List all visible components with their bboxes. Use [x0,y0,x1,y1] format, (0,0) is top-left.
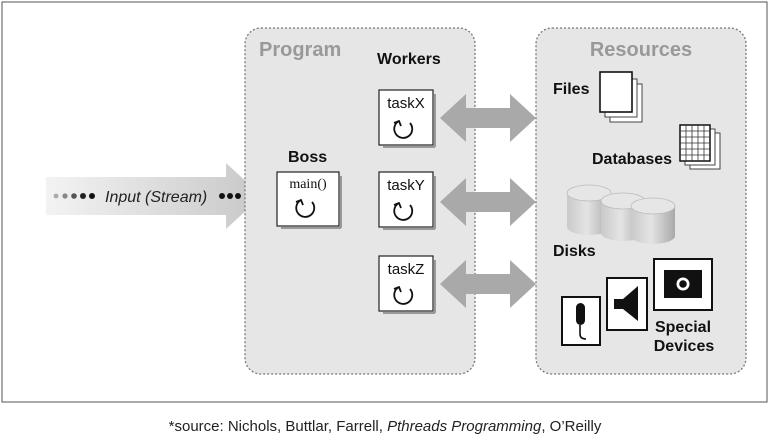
special-devices-label-line1: Special [655,319,711,336]
database-icon [679,124,721,170]
resources-label: Resources [590,39,692,61]
worker-tasky: taskY [378,171,436,230]
source-caption: *source: Nichols, Buttlar, Farrell, Pthr… [0,418,770,435]
boss-task-box: main() [276,171,342,229]
boss-task-label: main() [289,177,327,192]
disks-label: Disks [553,243,596,260]
double-arrow-taskx [440,94,536,142]
caption-prefix: *source: Nichols, Buttlar, Farrell, [168,418,388,435]
databases-label: Databases [592,151,672,168]
worker-task-label: taskZ [388,261,425,278]
input-stream-label: Input (Stream) [105,189,207,206]
worker-task-label: taskX [387,95,425,112]
caption-suffix: , O’Reilly [541,418,602,435]
boss-label: Boss [288,149,327,166]
loop-icon [393,202,414,221]
microphone-icon [561,296,601,346]
input-stream-arrow: Input (Stream) [46,163,262,229]
speaker-icon [606,277,648,331]
loop-icon [393,286,414,305]
disks-icon [566,184,676,244]
worker-taskx: taskX [378,89,436,148]
loop-icon [393,120,414,139]
workers-label: Workers [377,51,441,68]
boss-worker-diagram: Input (Stream) Program Workers Boss main… [1,1,768,403]
files-label: Files [553,81,590,98]
caption-book-title: Pthreads Programming [387,418,542,435]
worker-task-label: taskY [387,177,425,194]
special-devices-label-line2: Devices [654,338,715,355]
double-arrow-taskz [440,260,536,308]
double-arrow-tasky [440,178,536,226]
camera-icon [653,258,713,311]
program-label: Program [259,39,341,61]
worker-taskz: taskZ [378,255,436,314]
files-icon [599,71,643,123]
loop-icon [295,198,316,218]
